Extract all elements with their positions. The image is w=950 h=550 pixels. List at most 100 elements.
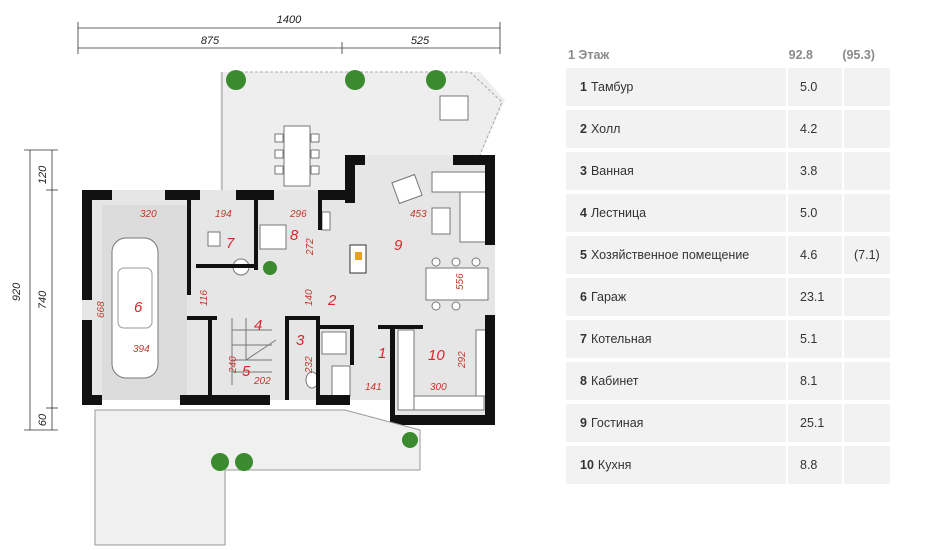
- plant-icon: [426, 70, 446, 90]
- room-name: Гараж: [590, 290, 627, 304]
- room-number: 6: [580, 290, 587, 304]
- room-area-extra: (7.1): [844, 236, 890, 274]
- dim-part-left: 875: [201, 35, 220, 47]
- room-area: 8.1: [788, 362, 842, 400]
- entry-path: [94, 409, 421, 546]
- room-area: 5.0: [788, 194, 842, 232]
- plant-icon: [402, 432, 418, 448]
- room-name: Лестница: [590, 206, 647, 220]
- plant-icon: [345, 70, 365, 90]
- plant-icon: [211, 453, 229, 471]
- room-number: 7: [580, 332, 587, 346]
- room-number: 2: [580, 122, 587, 136]
- room-name: Тамбур: [590, 80, 634, 94]
- room-number-10: 10: [428, 347, 445, 364]
- room-number: 10: [580, 458, 594, 472]
- room-area-extra: [844, 68, 890, 106]
- room-number-2: 2: [327, 292, 337, 309]
- dim-240: 240: [228, 356, 239, 374]
- dim-668: 668: [96, 301, 107, 318]
- room-area: 8.8: [788, 446, 842, 484]
- room-area: 4.6: [788, 236, 842, 274]
- plant-icon: [235, 453, 253, 471]
- plant-icon: [226, 70, 246, 90]
- left-dimensions: 920 120 740 60: [11, 149, 58, 431]
- room-area: 4.2: [788, 110, 842, 148]
- plant-icon: [263, 261, 277, 275]
- floor-plan: 1400 875 525 920 120 740 60: [11, 14, 505, 546]
- dim-house-depth: 740: [37, 290, 49, 309]
- floor-title: 1 Этаж: [568, 48, 610, 62]
- floor-plan-drawing: 1400 875 525 920 120 740 60: [11, 14, 505, 546]
- room-area: 23.1: [788, 278, 842, 316]
- room-name: Гостиная: [590, 416, 644, 430]
- room-area: 3.8: [788, 152, 842, 190]
- dim-300: 300: [430, 382, 447, 393]
- room-name: Кухня: [597, 458, 632, 472]
- room-area-extra: [844, 110, 890, 148]
- dim-140: 140: [304, 289, 315, 306]
- dim-296: 296: [289, 209, 307, 220]
- floor-total-area-extra: (95.3): [842, 48, 875, 62]
- room-area-extra: [844, 320, 890, 358]
- floor-total-area: 92.8: [788, 48, 813, 62]
- room-number-5: 5: [242, 363, 251, 380]
- dim-part-right: 525: [411, 35, 430, 47]
- room-number-1: 1: [378, 345, 386, 362]
- dim-total-width: 1400: [277, 14, 302, 26]
- dim-total-depth: 920: [11, 282, 23, 301]
- dim-453: 453: [410, 209, 427, 220]
- room-number-3: 3: [296, 332, 305, 349]
- room-area-extra: [844, 446, 890, 484]
- dim-141: 141: [365, 382, 382, 393]
- room-area: 5.0: [788, 68, 842, 106]
- dim-320: 320: [140, 209, 157, 220]
- room-name: Котельная: [590, 332, 652, 346]
- dim-202: 202: [253, 376, 271, 387]
- dim-terrace-depth: 120: [37, 165, 49, 184]
- dim-116: 116: [199, 290, 210, 306]
- room-area: 25.1: [788, 404, 842, 442]
- room-number: 9: [580, 416, 587, 430]
- room-area-extra: [844, 194, 890, 232]
- top-dimensions: 1400 875 525: [77, 14, 501, 54]
- room-number-9: 9: [394, 237, 403, 254]
- room-number: 5: [580, 248, 587, 262]
- room-number: 8: [580, 374, 587, 388]
- room-number-6: 6: [134, 299, 143, 316]
- room-number-7: 7: [226, 235, 235, 252]
- room-number: 3: [580, 164, 587, 178]
- dim-556: 556: [455, 273, 466, 290]
- dim-394: 394: [133, 344, 150, 355]
- inner-dimensions: 320 194 296 453 272 668 394 116 140 556 …: [96, 209, 468, 393]
- room-name: Ванная: [590, 164, 634, 178]
- dim-bottom-offset: 60: [37, 413, 49, 426]
- room-number: 4: [580, 206, 587, 220]
- walls: [82, 155, 495, 425]
- room-name: Холл: [590, 122, 621, 136]
- room-area-extra: [844, 404, 890, 442]
- terrace: [220, 70, 505, 190]
- room-numbers: 1 2 3 4 5 6 7 8 9 10: [134, 227, 445, 380]
- room-area-extra: [844, 278, 890, 316]
